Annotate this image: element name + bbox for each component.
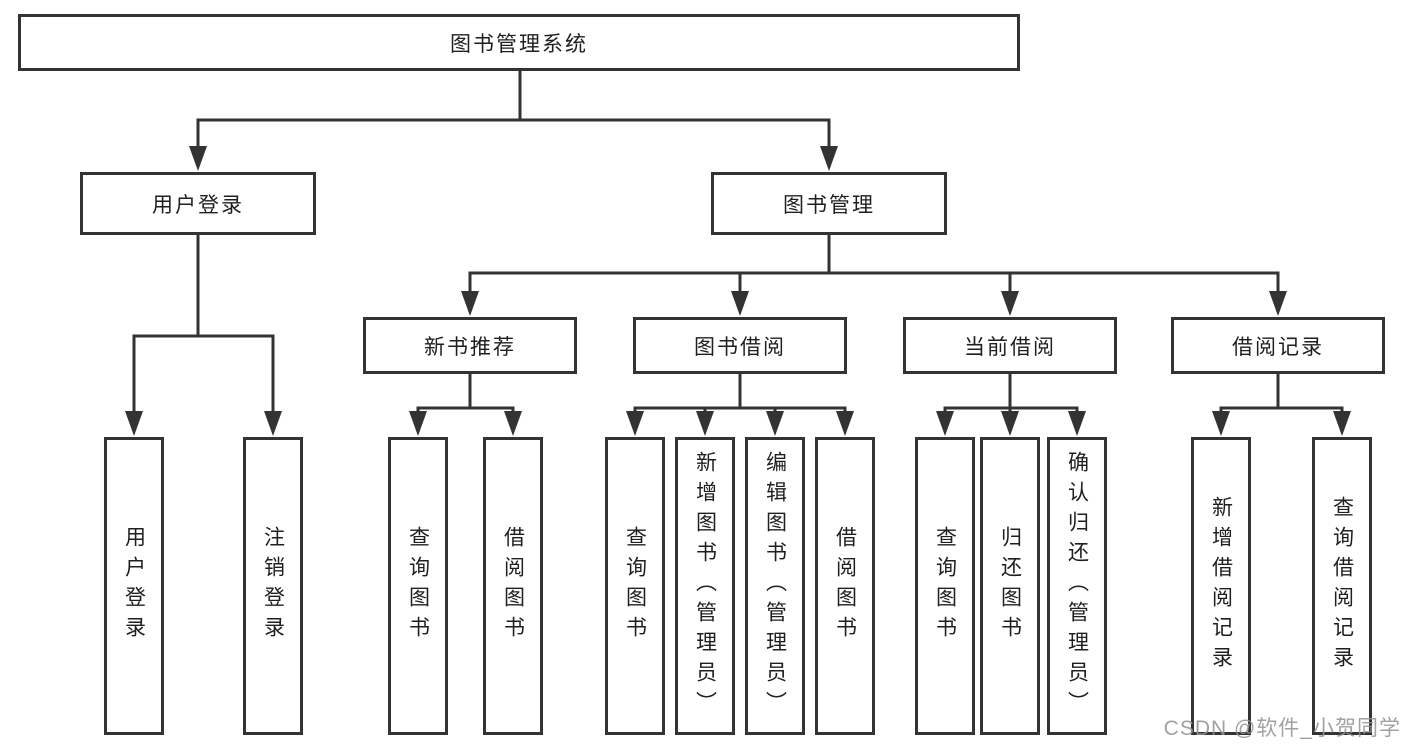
node-label: 编辑图书（管理员） bbox=[763, 451, 787, 721]
node-label: 查询借阅记录 bbox=[1330, 496, 1354, 676]
node-label: 新书推荐 bbox=[424, 335, 516, 359]
node-label: 当前借阅 bbox=[964, 335, 1056, 359]
node-new-book-recommend: 新书推荐 bbox=[363, 317, 577, 374]
node-label: 图书管理 bbox=[783, 193, 875, 217]
node-user-login-branch: 用户登录 bbox=[80, 172, 316, 235]
csdn-watermark: CSDN @软件_小贺同学 bbox=[1163, 717, 1401, 740]
node-leaf-query-books-3: 查询图书 bbox=[915, 437, 975, 735]
node-label: 图书管理系统 bbox=[450, 32, 588, 56]
node-label: 新增图书（管理员） bbox=[693, 451, 717, 721]
node-root-system: 图书管理系统 bbox=[18, 14, 1020, 71]
arrowheads bbox=[125, 146, 1351, 436]
node-label: 借阅记录 bbox=[1232, 335, 1324, 359]
node-leaf-borrow-books-2: 借阅图书 bbox=[815, 437, 875, 735]
node-label: 图书借阅 bbox=[694, 335, 786, 359]
node-label: 查询图书 bbox=[623, 526, 647, 646]
node-label: 查询图书 bbox=[406, 526, 430, 646]
node-leaf-logout: 注销登录 bbox=[243, 437, 303, 735]
node-leaf-borrow-books-1: 借阅图书 bbox=[483, 437, 543, 735]
node-label: 借阅图书 bbox=[501, 526, 525, 646]
node-leaf-user-login: 用户登录 bbox=[104, 437, 164, 735]
node-label: 借阅图书 bbox=[833, 526, 857, 646]
node-leaf-query-books-2: 查询图书 bbox=[605, 437, 665, 735]
node-current-borrowing: 当前借阅 bbox=[903, 317, 1117, 374]
node-book-borrowing: 图书借阅 bbox=[633, 317, 847, 374]
node-leaf-query-books-1: 查询图书 bbox=[388, 437, 448, 735]
node-leaf-return-books: 归还图书 bbox=[980, 437, 1040, 735]
node-leaf-query-borrow-record: 查询借阅记录 bbox=[1312, 437, 1372, 735]
node-label: 新增借阅记录 bbox=[1209, 496, 1233, 676]
node-book-management-branch: 图书管理 bbox=[711, 172, 947, 235]
node-borrowing-records: 借阅记录 bbox=[1171, 317, 1385, 374]
node-label: 归还图书 bbox=[998, 526, 1022, 646]
node-label: 用户登录 bbox=[152, 193, 244, 217]
node-leaf-confirm-return-admin: 确认归还（管理员） bbox=[1047, 437, 1107, 735]
node-leaf-add-borrow-record: 新增借阅记录 bbox=[1191, 437, 1251, 735]
node-label: 查询图书 bbox=[933, 526, 957, 646]
node-label: 注销登录 bbox=[261, 526, 285, 646]
node-leaf-edit-books-admin: 编辑图书（管理员） bbox=[745, 437, 805, 735]
node-leaf-add-books-admin: 新增图书（管理员） bbox=[675, 437, 735, 735]
node-label: 用户登录 bbox=[122, 526, 146, 646]
node-label: 确认归还（管理员） bbox=[1065, 451, 1089, 721]
